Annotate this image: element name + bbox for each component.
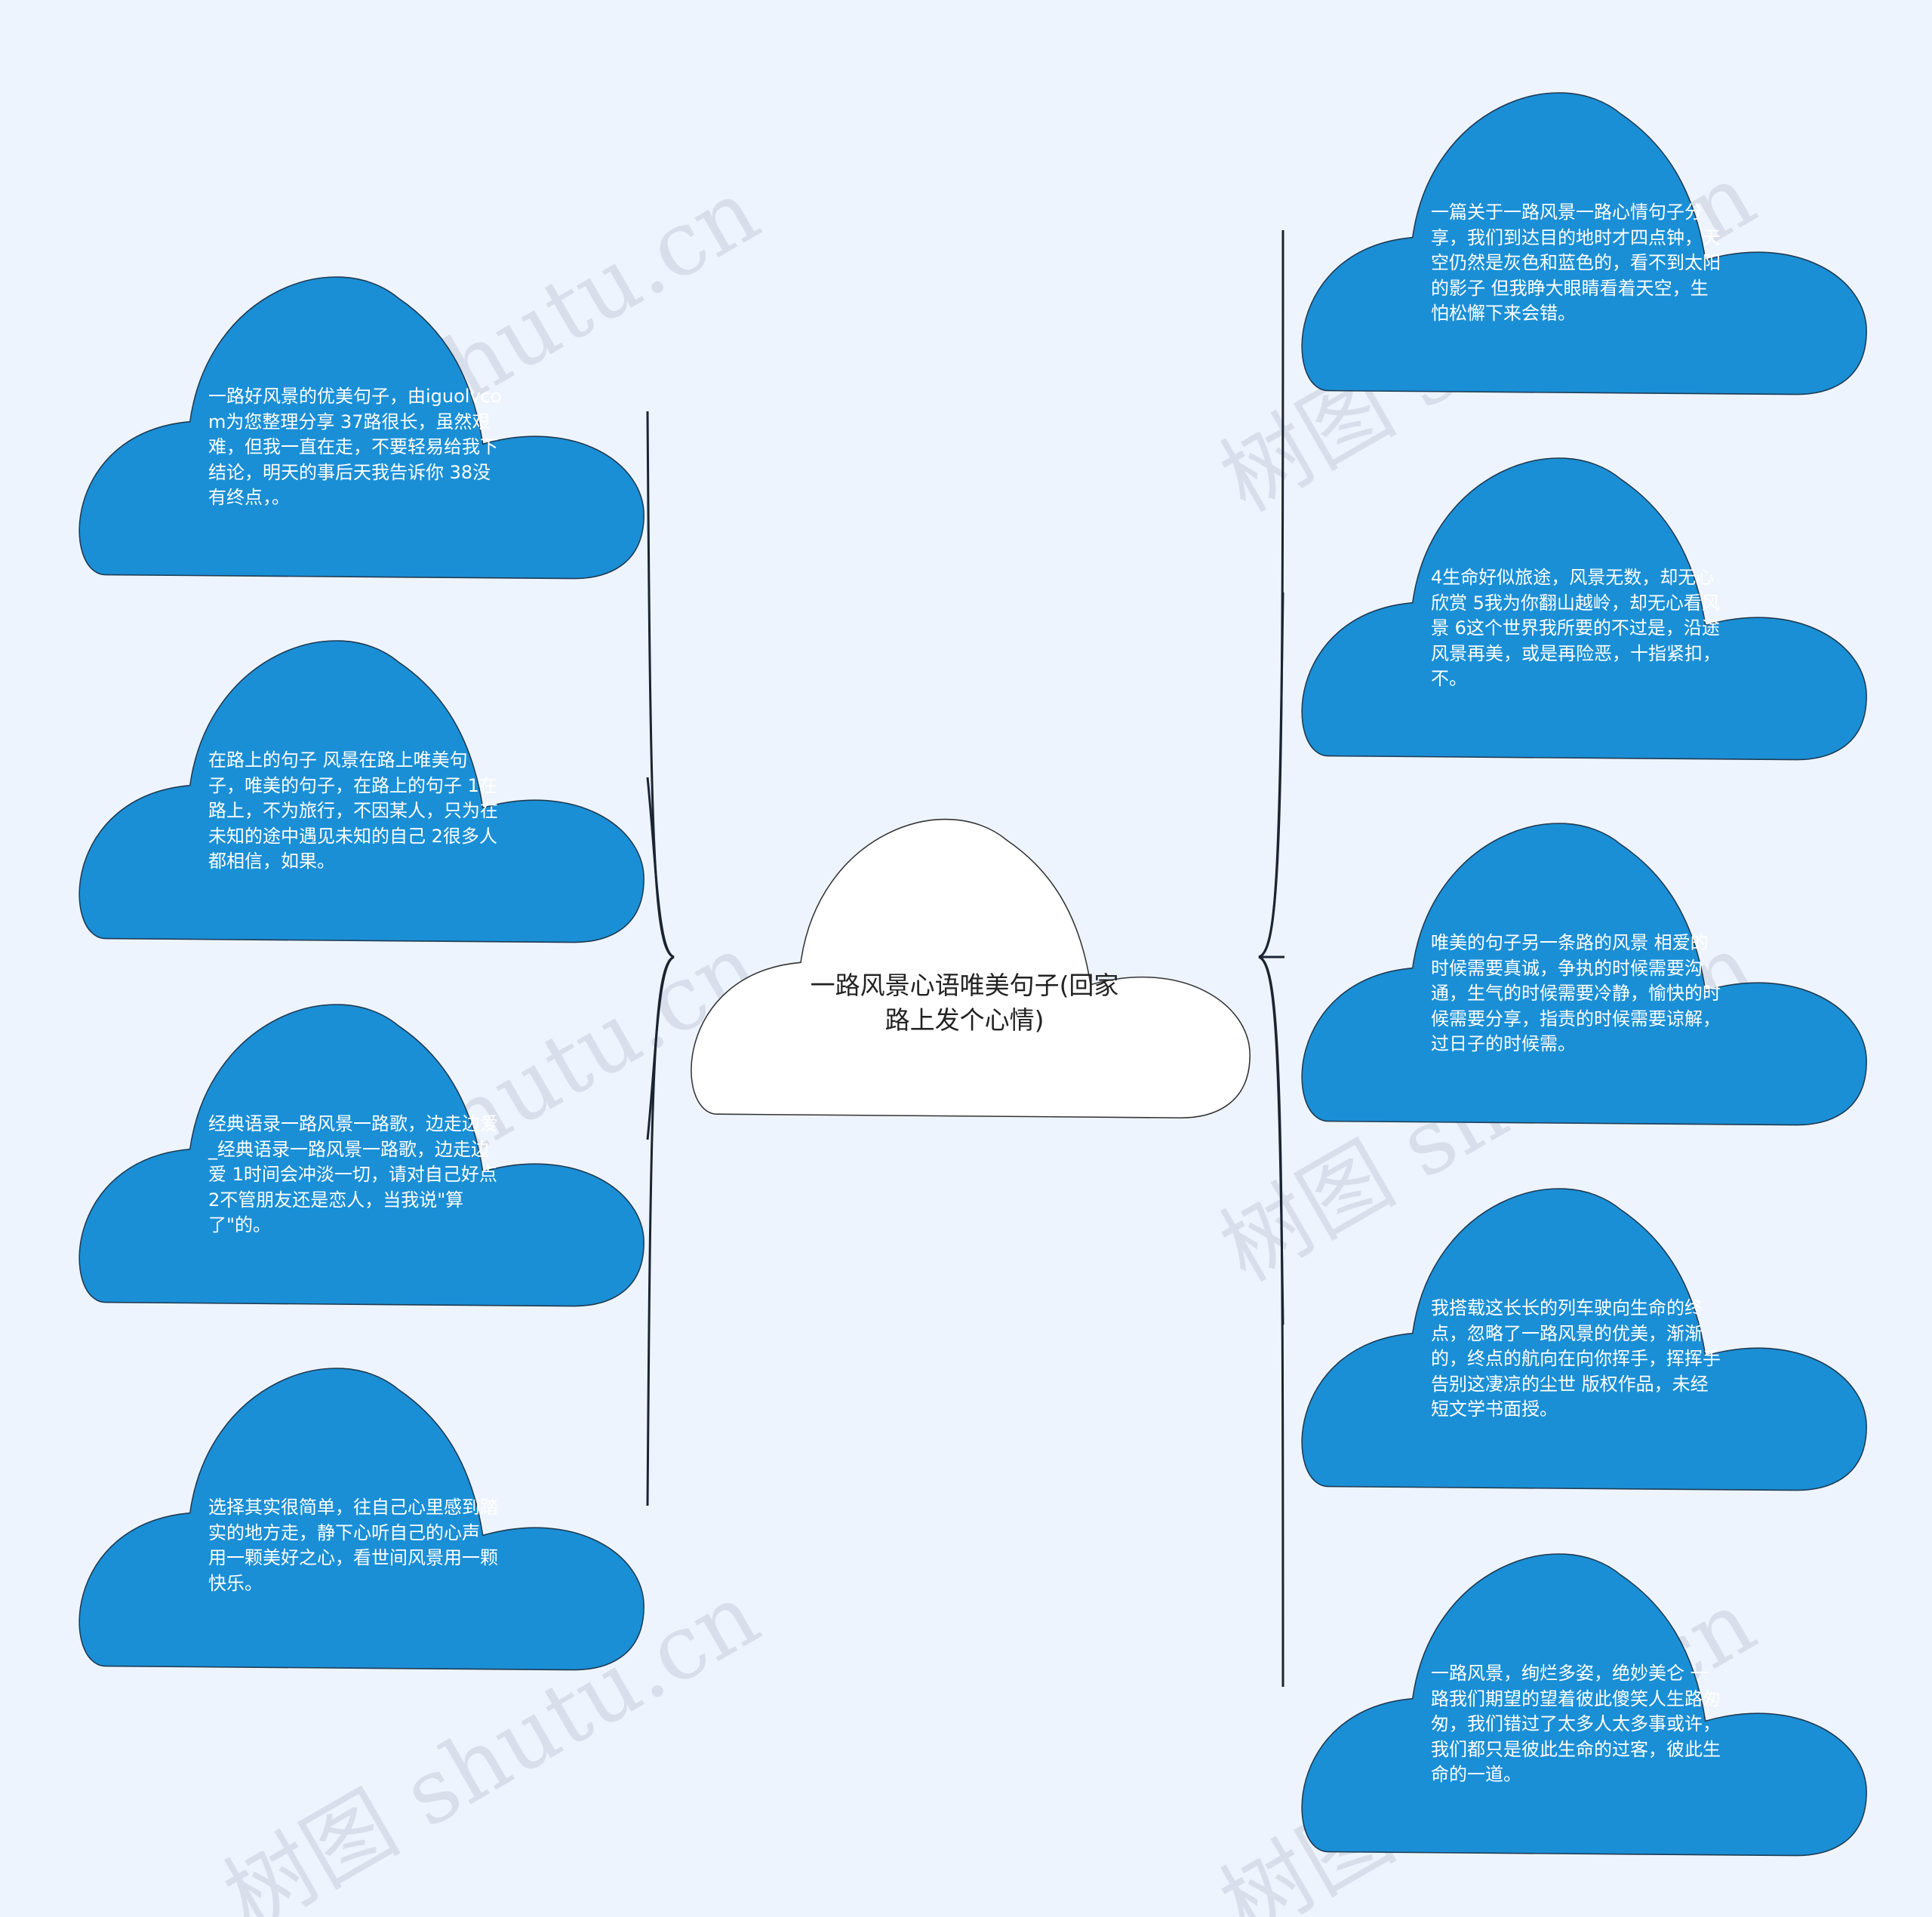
connector-right-5	[1258, 955, 1284, 1688]
right-node-4-text: 我搭载这长长的列车驶向生命的终点，忽略了一路风景的优美，渐渐的，终点的航向在向你…	[1431, 1297, 1721, 1420]
left-node-2-text: 在路上的句子 风景在路上唯美句子，唯美的句子，在路上的句子 1在路上，不为旅行，…	[208, 749, 498, 872]
right-node-1-text: 一篇关于一路风景一路心情句子分享，我们到达目的地时才四点钟，天空仍然是灰色和蓝色…	[1431, 202, 1721, 324]
connector-right-1	[1258, 229, 1284, 958]
left-node-1-text: 一路好风景的优美句子，由iguolvcom为您整理分享 37路很长，虽然艰难，但…	[208, 386, 502, 508]
right-node-3-text: 唯美的句子另一条路的风景 相爱的时候需要真诚，争执的时候需要沟通，生气的时候需要…	[1431, 932, 1721, 1054]
left-node-4-text: 选择其实很简单，往自己心里感到踏实的地方走，静下心听自己的心声 用一颗美好之心，…	[208, 1497, 498, 1594]
connector-layer	[646, 229, 1284, 1688]
central-topic-label: 一路风景心语唯美句子(回家路上发个心情)	[810, 971, 1119, 1035]
connector-left-1	[646, 411, 675, 958]
right-node-2-text: 4生命好似旅途，风景无数，却无心欣赏 5我为你翻山越岭，却无心看风景 6这个世界…	[1431, 567, 1721, 689]
connector-left-2	[646, 777, 675, 958]
connector-right-2	[1258, 592, 1284, 958]
left-node-3-text: 经典语录一路风景一路歌，边走边爱_经典语录一路风景一路歌，边走边爱 1时间会冲淡…	[208, 1113, 498, 1235]
connector-left-4	[646, 955, 675, 1506]
right-node-5-text: 一路风景，绚烂多姿，绝妙美仑 一路我们期望的望着彼此傻笑人生路匆匆，我们错过了太…	[1431, 1663, 1721, 1785]
